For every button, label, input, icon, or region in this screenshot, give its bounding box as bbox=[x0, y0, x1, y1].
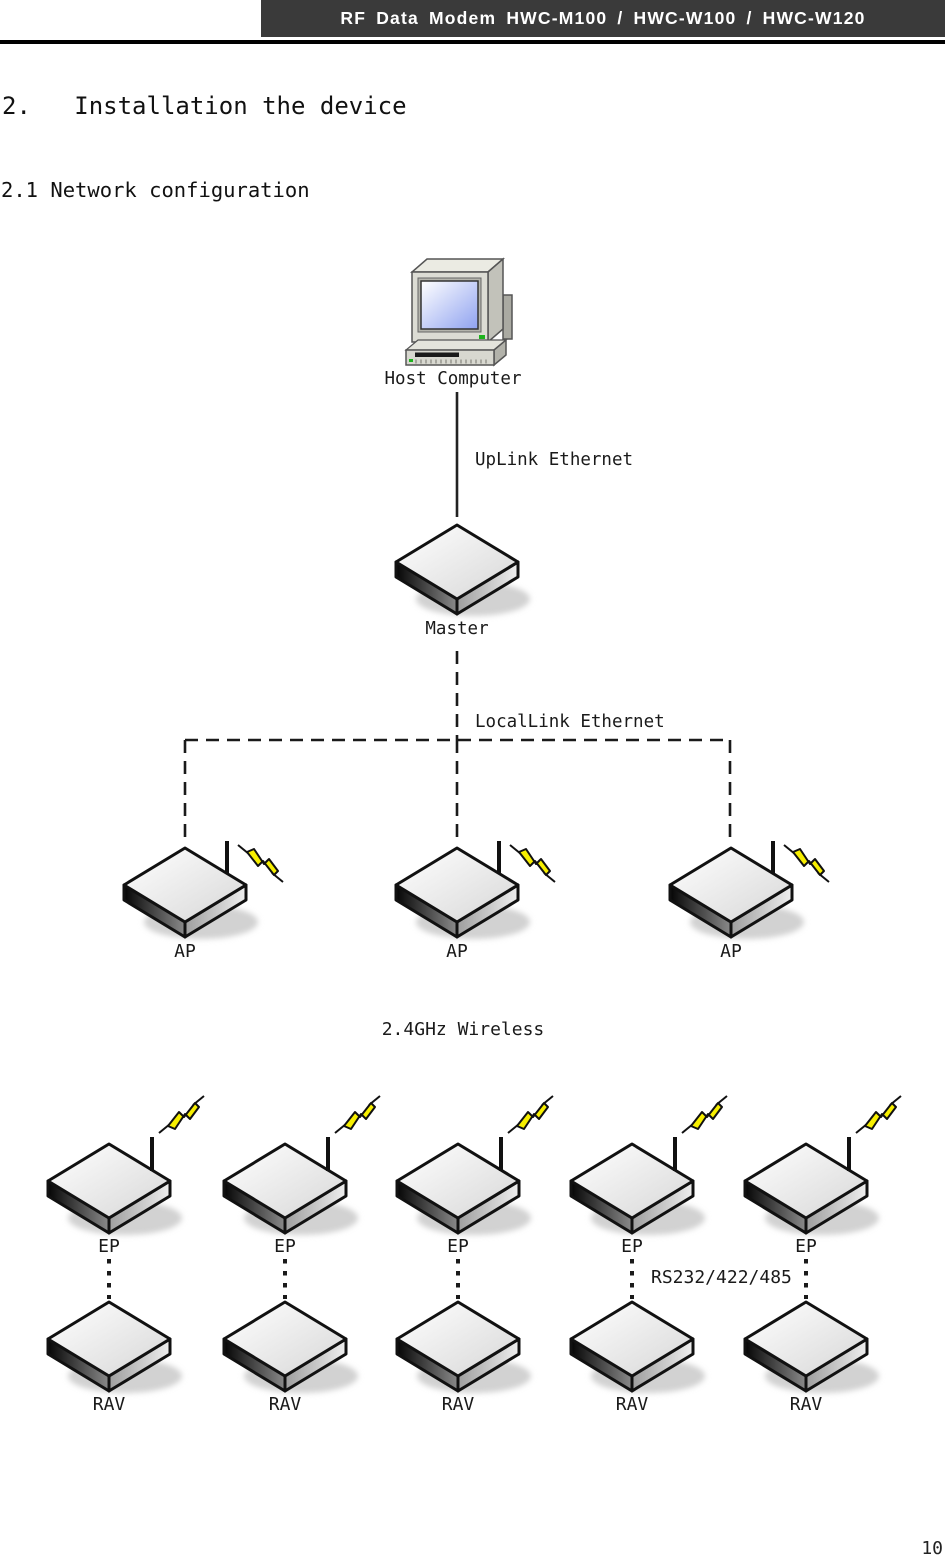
wireless-label: 2.4GHz Wireless bbox=[382, 1019, 545, 1040]
rav3-device-icon bbox=[397, 1302, 531, 1393]
ep2-label: EP bbox=[274, 1236, 296, 1257]
ap1-label: AP bbox=[174, 941, 196, 962]
rav4-device-icon bbox=[571, 1302, 705, 1393]
ep5-label: EP bbox=[795, 1236, 817, 1257]
header-title: RF Data Modem HWC-M100 / HWC-W100 / HWC-… bbox=[340, 8, 866, 28]
rav2-device-icon bbox=[224, 1302, 358, 1393]
floppy-slot bbox=[415, 352, 459, 357]
rav3-label: RAV bbox=[442, 1394, 475, 1415]
ap1-device-icon bbox=[124, 841, 283, 939]
ap3-label: AP bbox=[720, 941, 742, 962]
section-title: 2. Installation the device bbox=[2, 92, 407, 120]
locallink-label: LocalLink Ethernet bbox=[475, 712, 665, 732]
ep4-device-icon bbox=[571, 1096, 727, 1235]
ep5-device-icon bbox=[745, 1096, 901, 1235]
subsection-title: 2.1 Network configuration bbox=[1, 178, 310, 202]
ep2-device-icon bbox=[224, 1096, 380, 1235]
rav2-label: RAV bbox=[269, 1394, 302, 1415]
ep3-label: EP bbox=[447, 1236, 469, 1257]
host-computer-icon bbox=[404, 257, 513, 367]
header-bar: RF Data Modem HWC-M100 / HWC-W100 / HWC-… bbox=[261, 0, 945, 37]
ep3-device-icon bbox=[397, 1096, 553, 1235]
master-label: Master bbox=[425, 619, 488, 639]
rav4-label: RAV bbox=[616, 1394, 649, 1415]
base-vents bbox=[415, 359, 487, 364]
rav5-label: RAV bbox=[790, 1394, 823, 1415]
host-computer-label: Host Computer bbox=[385, 369, 522, 389]
ap2-label: AP bbox=[446, 941, 468, 962]
ap3-device-icon bbox=[670, 841, 829, 939]
ep4-label: EP bbox=[621, 1236, 643, 1257]
master-device-icon bbox=[396, 525, 530, 616]
rav1-device-icon bbox=[48, 1302, 182, 1393]
rav1-label: RAV bbox=[93, 1394, 126, 1415]
header-rule bbox=[0, 40, 945, 44]
base-led bbox=[409, 359, 413, 362]
rav5-device-icon bbox=[745, 1302, 879, 1393]
ap2-device-icon bbox=[396, 841, 555, 939]
monitor-led bbox=[479, 335, 485, 339]
serial-label: RS232/422/485 bbox=[651, 1267, 792, 1288]
uplink-label: UpLink Ethernet bbox=[475, 450, 633, 470]
ep1-label: EP bbox=[98, 1236, 120, 1257]
ep1-device-icon bbox=[48, 1096, 204, 1235]
page-number: 10 bbox=[921, 1538, 943, 1559]
monitor-screen bbox=[420, 280, 479, 330]
